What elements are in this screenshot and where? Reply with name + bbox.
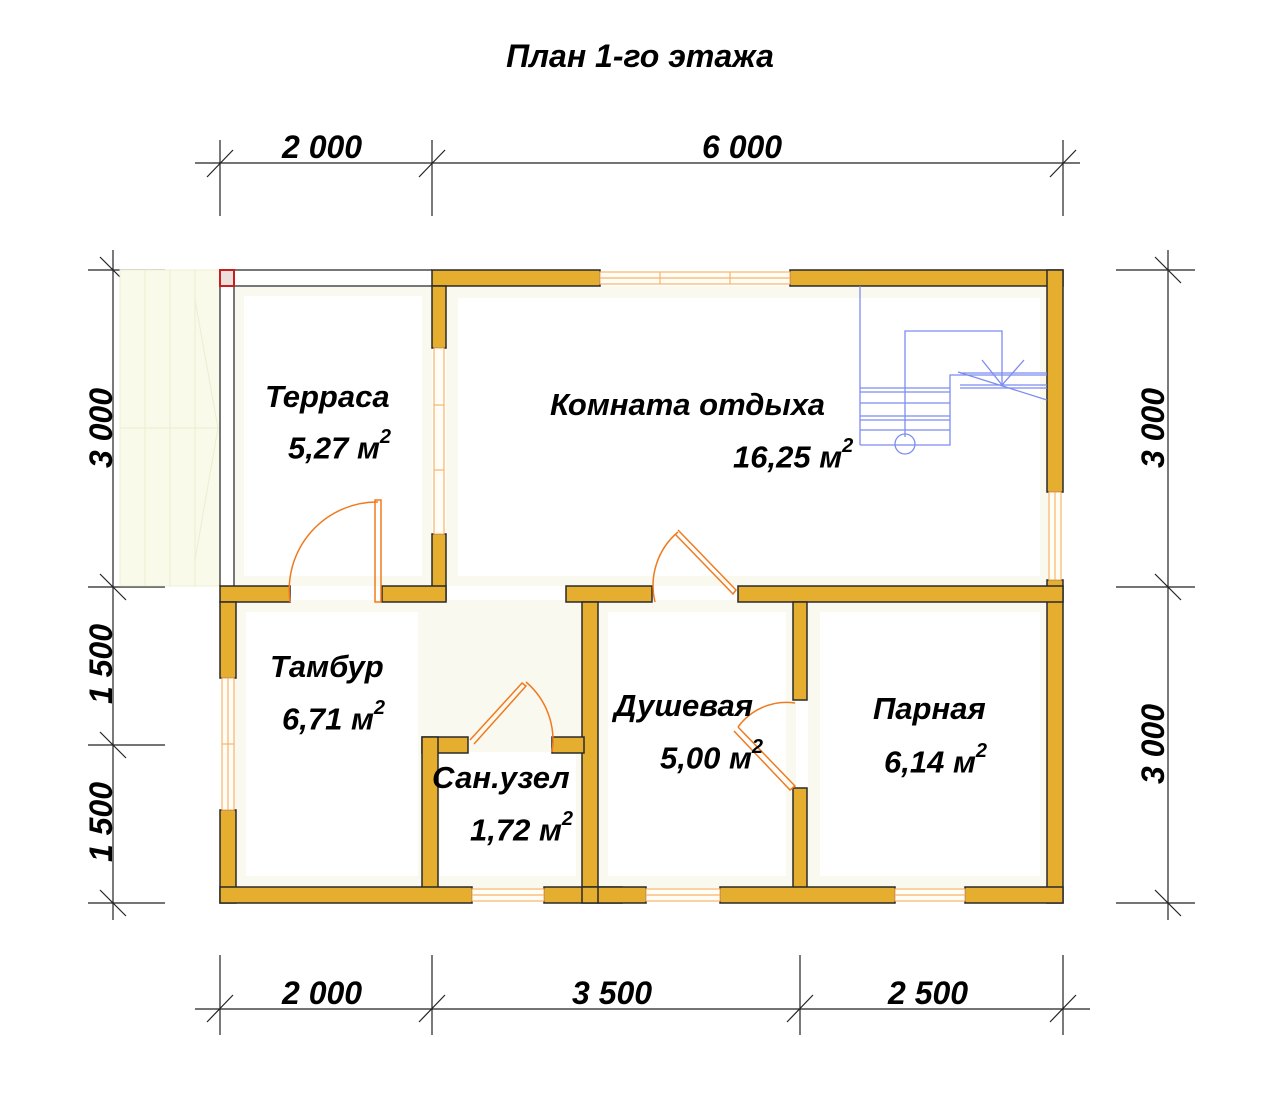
dim-top-terrace: 2 000 [282,129,363,165]
doors [288,499,797,792]
room-area: 5,27 м2 [288,426,392,466]
dimension-lines [88,140,1195,1035]
room-area: 6,14 м2 [884,740,988,780]
room-name: Терраса [265,379,390,414]
walls [219,269,1064,904]
stairs [859,286,1048,455]
room-name: Комната отдыха [550,387,825,422]
terrace-frame [219,269,432,586]
dim-left-middle: 1 500 [83,623,119,705]
room-interiors [244,296,1040,876]
windows [221,271,1062,902]
dim-top-main: 6 000 [702,129,783,165]
room-name: Парная [873,691,986,726]
room-area: 16,25 м2 [733,435,854,475]
dim-right-upper: 3 000 [1135,387,1171,469]
room-name: Тамбур [270,649,384,684]
porch-steps [119,269,221,587]
room-name: Душевая [614,688,754,723]
dim-right-lower: 3 000 [1135,703,1171,785]
dim-left-lower: 1 500 [83,781,119,863]
plan-title: План 1-го этажа [506,38,774,74]
terrace-post [219,269,235,287]
room-area: 1,72 м2 [470,808,574,848]
room-name: Сан.узел [432,760,570,795]
dim-bottom-2: 3 500 [572,975,653,1011]
dim-left-upper: 3 000 [83,387,119,469]
dim-bottom-1: 2 000 [282,975,363,1011]
dim-bottom-3: 2 500 [888,975,969,1011]
room-area: 5,00 м2 [660,736,764,776]
room-area: 6,71 м2 [282,697,386,737]
